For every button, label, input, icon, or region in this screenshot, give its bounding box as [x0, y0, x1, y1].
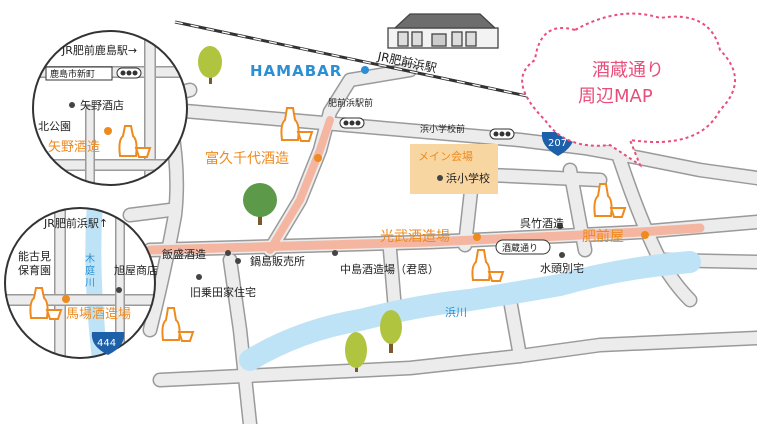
main-venue-label: メイン会場	[418, 150, 473, 163]
title-line1: 酒蔵通り	[592, 60, 664, 81]
bus-stop-hizenhama-ekimae: 肥前浜駅前	[328, 97, 373, 129]
bus-stop-hama-school-mae: 浜小学校前	[420, 123, 515, 140]
nabeshima-label: 鍋島販売所	[250, 254, 305, 268]
hama-river	[239, 251, 701, 371]
tree-icon	[380, 310, 402, 353]
kyu-jodai-label: 旧乗田家住宅	[190, 285, 256, 299]
svg-text:浜小学校前: 浜小学校前	[420, 123, 465, 135]
kitahara-river-label-3: 川	[85, 278, 95, 289]
kashima-shinmachi-label: 鹿島市新町	[50, 68, 95, 80]
hama-school-label: 浜小学校	[446, 171, 490, 185]
hamabar-label: HAMABAR	[250, 62, 342, 80]
kuretake-label: 呉竹酒造	[520, 216, 564, 230]
title-bubble: 酒蔵通り 周辺MAP	[521, 12, 736, 168]
tree-icon	[243, 183, 277, 225]
tree-icon	[198, 46, 222, 84]
svg-text:444: 444	[97, 338, 116, 349]
asahiya-label: 旭屋商店	[114, 263, 158, 277]
nursery-label-1: 能古見	[18, 249, 51, 263]
nakajima-label: 中島酒造場（君恩）	[340, 262, 439, 276]
svg-text:肥前浜駅前: 肥前浜駅前	[328, 97, 373, 109]
hamabar-marker	[361, 66, 369, 74]
brewery-baba-label: 馬場酒造場	[66, 307, 131, 322]
brewery-fukuchiyo-label: 富久千代酒造	[205, 150, 289, 167]
kitahara-river-label-1: 木	[85, 253, 95, 265]
sake-bottle-icon	[471, 249, 505, 282]
main-venue-area	[410, 144, 498, 194]
railway	[174, 20, 571, 107]
kitahara-river-label-2: 庭	[85, 264, 95, 277]
brewery-hizenya-label: 肥前屋	[582, 228, 624, 245]
inset-kashima: JR肥前鹿島駅→ 鹿島市新町 矢野酒店 北公園 矢野酒造	[32, 30, 188, 186]
kita-park-label: 北公園	[38, 120, 71, 133]
sake-bottle-icon	[280, 107, 314, 142]
title-line2: 周辺MAP	[578, 86, 653, 107]
iimori-label: 飯盛酒造	[162, 247, 206, 261]
station-building-icon	[387, 13, 499, 49]
place-marker	[196, 223, 565, 280]
nursery-label-2: 保育園	[18, 263, 51, 277]
sake-bottle-icon	[118, 125, 152, 158]
svg-text:酒蔵通り: 酒蔵通り	[502, 242, 538, 254]
sake-bottle-icon	[29, 287, 63, 320]
sake-bottle-icon	[161, 307, 195, 342]
brewery-kobu-label: 光武酒造場	[380, 229, 450, 245]
yano-store-label: 矢野酒店	[80, 98, 124, 112]
svg-text:207: 207	[548, 138, 567, 149]
bus-stop-sakagura-dori: 酒蔵通り	[495, 239, 551, 255]
inset-station-label: JR肥前浜駅↑	[43, 216, 108, 230]
mizuto-label: 水頭別宅	[540, 261, 584, 275]
sake-bottle-icon	[593, 183, 627, 218]
hama-river-label: 浜川	[445, 306, 467, 319]
route-444-sign: 444	[91, 332, 125, 355]
brewery-yano-label: 矢野酒造	[48, 140, 100, 155]
tree-icon	[345, 332, 367, 372]
kashima-station-label: JR肥前鹿島駅→	[61, 43, 137, 57]
inset-hizenhama: JR肥前浜駅↑ 木 庭 川 旭屋商店 能古見 保育園 馬場酒造場 444	[4, 207, 158, 359]
